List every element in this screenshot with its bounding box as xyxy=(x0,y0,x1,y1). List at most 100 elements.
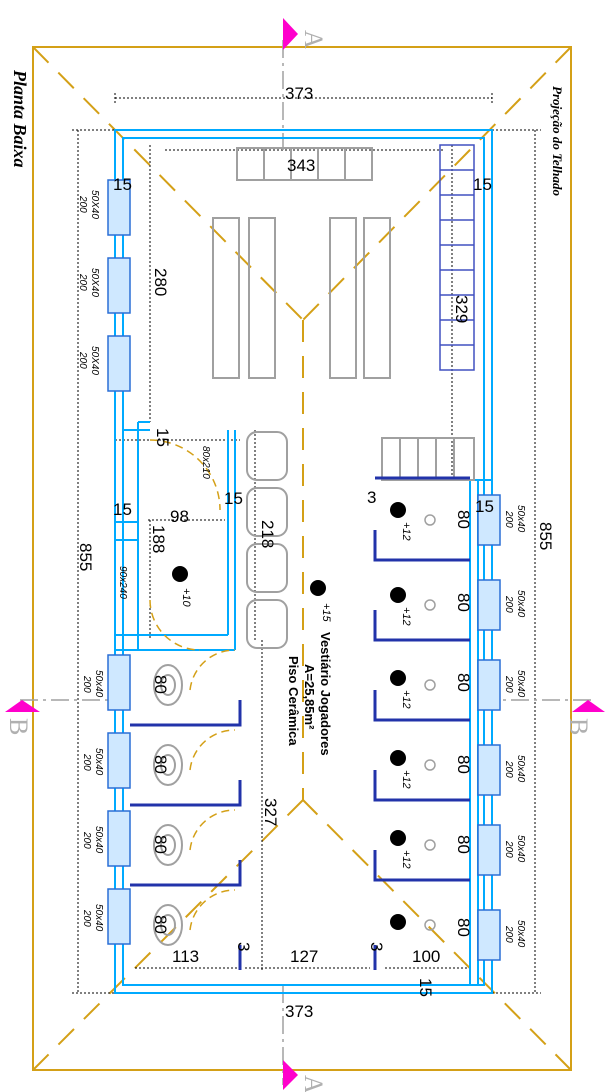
room-name: Vestiário Jogadores xyxy=(318,632,333,756)
svg-text:50X40: 50X40 xyxy=(89,190,100,219)
window-labels-right: 50x40 200 50x40 200 50x40 200 50x40 200 … xyxy=(503,505,526,948)
dim-left-overall: 855 xyxy=(76,543,95,571)
cut-label-b-right: B xyxy=(564,718,593,735)
wall-3-b1: 3 xyxy=(234,942,253,951)
svg-text:50x40: 50x40 xyxy=(93,748,104,776)
svg-text:200: 200 xyxy=(81,831,92,849)
svg-text:200: 200 xyxy=(77,195,88,213)
cut-label-a-bottom: A xyxy=(299,1075,328,1092)
svg-text:+12: +12 xyxy=(400,690,412,709)
cut-label-a-top: A xyxy=(299,30,328,49)
svg-text:80: 80 xyxy=(454,755,473,774)
svg-text:50X40: 50X40 xyxy=(89,346,100,375)
svg-text:80: 80 xyxy=(151,915,170,934)
svg-text:+15: +15 xyxy=(320,603,332,623)
svg-text:50x40: 50x40 xyxy=(93,904,104,932)
svg-text:200: 200 xyxy=(503,925,514,943)
windows-left xyxy=(107,179,131,945)
svg-text:50X40: 50X40 xyxy=(89,268,100,297)
door-label-80x210: 80x210 xyxy=(200,446,211,479)
svg-text:200: 200 xyxy=(503,510,514,528)
dim-top-inner: 343 xyxy=(287,156,315,175)
wall-15-mr: 15 xyxy=(475,497,494,516)
wall-15-m3: 15 xyxy=(113,500,132,519)
svg-text:200: 200 xyxy=(77,273,88,291)
shower-heads xyxy=(424,514,436,931)
svg-text:+10: +10 xyxy=(180,588,192,608)
wall-15-br: 15 xyxy=(416,978,435,997)
shower-partitions xyxy=(373,476,470,970)
svg-text:80: 80 xyxy=(454,593,473,612)
dim-218: 218 xyxy=(258,520,277,548)
door-swings xyxy=(149,439,236,931)
svg-text:80: 80 xyxy=(151,675,170,694)
svg-text:50x40: 50x40 xyxy=(515,670,526,698)
svg-text:+12: +12 xyxy=(400,607,412,626)
room-label: Vestiário Jogadores A=25,85m² Piso Cerâm… xyxy=(286,632,333,756)
plan-title: Planta Baixa xyxy=(10,69,30,168)
dim-329: 329 xyxy=(452,295,471,323)
room-area: A=25,85m² xyxy=(302,664,317,730)
svg-text:200: 200 xyxy=(77,351,88,369)
cut-label-b-left: B xyxy=(4,718,33,735)
svg-text:50x40: 50x40 xyxy=(515,920,526,948)
roof-projection xyxy=(32,46,572,1071)
svg-text:200: 200 xyxy=(503,595,514,613)
svg-text:50x40: 50x40 xyxy=(515,505,526,533)
benches xyxy=(212,147,475,481)
dim-bottom-overall: 373 xyxy=(285,1002,313,1021)
svg-text:+12: +12 xyxy=(400,522,412,541)
wall-15-tl: 15 xyxy=(113,175,132,194)
svg-text:50x40: 50x40 xyxy=(93,670,104,698)
section-markers xyxy=(5,18,605,1090)
dim-280: 280 xyxy=(151,268,170,296)
svg-text:80: 80 xyxy=(454,835,473,854)
svg-text:+12: +12 xyxy=(400,770,412,789)
svg-text:80: 80 xyxy=(454,510,473,529)
toilet-partitions xyxy=(130,700,242,970)
windows-right xyxy=(477,494,501,961)
roof-projection-label: Projeção do Telhado xyxy=(550,86,565,197)
section-cut-lines xyxy=(20,40,595,1085)
locker-shelf xyxy=(439,144,475,371)
svg-text:200: 200 xyxy=(81,909,92,927)
svg-text:50x40: 50x40 xyxy=(515,835,526,863)
svg-text:200: 200 xyxy=(503,760,514,778)
svg-text:50x40: 50x40 xyxy=(93,826,104,854)
window-labels-left: 50X40 200 50X40 200 50X40 200 xyxy=(77,190,100,375)
svg-text:200: 200 xyxy=(81,675,92,693)
dim-right-overall: 855 xyxy=(536,522,555,550)
svg-text:80: 80 xyxy=(454,673,473,692)
dim-113: 113 xyxy=(172,947,199,966)
wall-15-ml: 15 xyxy=(153,428,172,447)
stall-dimensions: 80 80 80 80 80 80 80 80 80 80 xyxy=(151,510,473,937)
svg-text:80: 80 xyxy=(151,755,170,774)
toilets xyxy=(153,664,183,946)
svg-text:50x40: 50x40 xyxy=(515,755,526,783)
dim-188: 188 xyxy=(149,525,168,553)
svg-text:80: 80 xyxy=(151,835,170,854)
room-floor: Piso Cerâmica xyxy=(286,656,301,746)
wall-15-tr: 15 xyxy=(473,175,492,194)
dim-98: 98 xyxy=(170,507,189,526)
level-labels: +15 +10 +12 +12 +12 +12 +12 xyxy=(180,522,412,869)
dim-127: 127 xyxy=(290,947,318,966)
dim-327: 327 xyxy=(261,798,280,826)
svg-text:50x40: 50x40 xyxy=(515,590,526,618)
walls xyxy=(114,129,493,994)
wall-3-r: 3 xyxy=(367,488,376,507)
wall-15-m2: 15 xyxy=(224,489,243,508)
level-markers xyxy=(172,502,406,930)
dim-top-overall: 373 xyxy=(285,84,313,103)
door-label-90x240: 90x240 xyxy=(117,566,128,599)
dim-100: 100 xyxy=(412,947,440,966)
svg-text:200: 200 xyxy=(503,675,514,693)
window-labels-bottom-left: 50x40 200 50x40 200 50x40 200 50x40 200 xyxy=(81,670,104,932)
svg-text:+12: +12 xyxy=(400,850,412,869)
svg-text:80: 80 xyxy=(454,918,473,937)
svg-text:200: 200 xyxy=(81,753,92,771)
wall-3-b2: 3 xyxy=(367,942,386,951)
sinks xyxy=(246,431,288,649)
svg-text:200: 200 xyxy=(503,840,514,858)
